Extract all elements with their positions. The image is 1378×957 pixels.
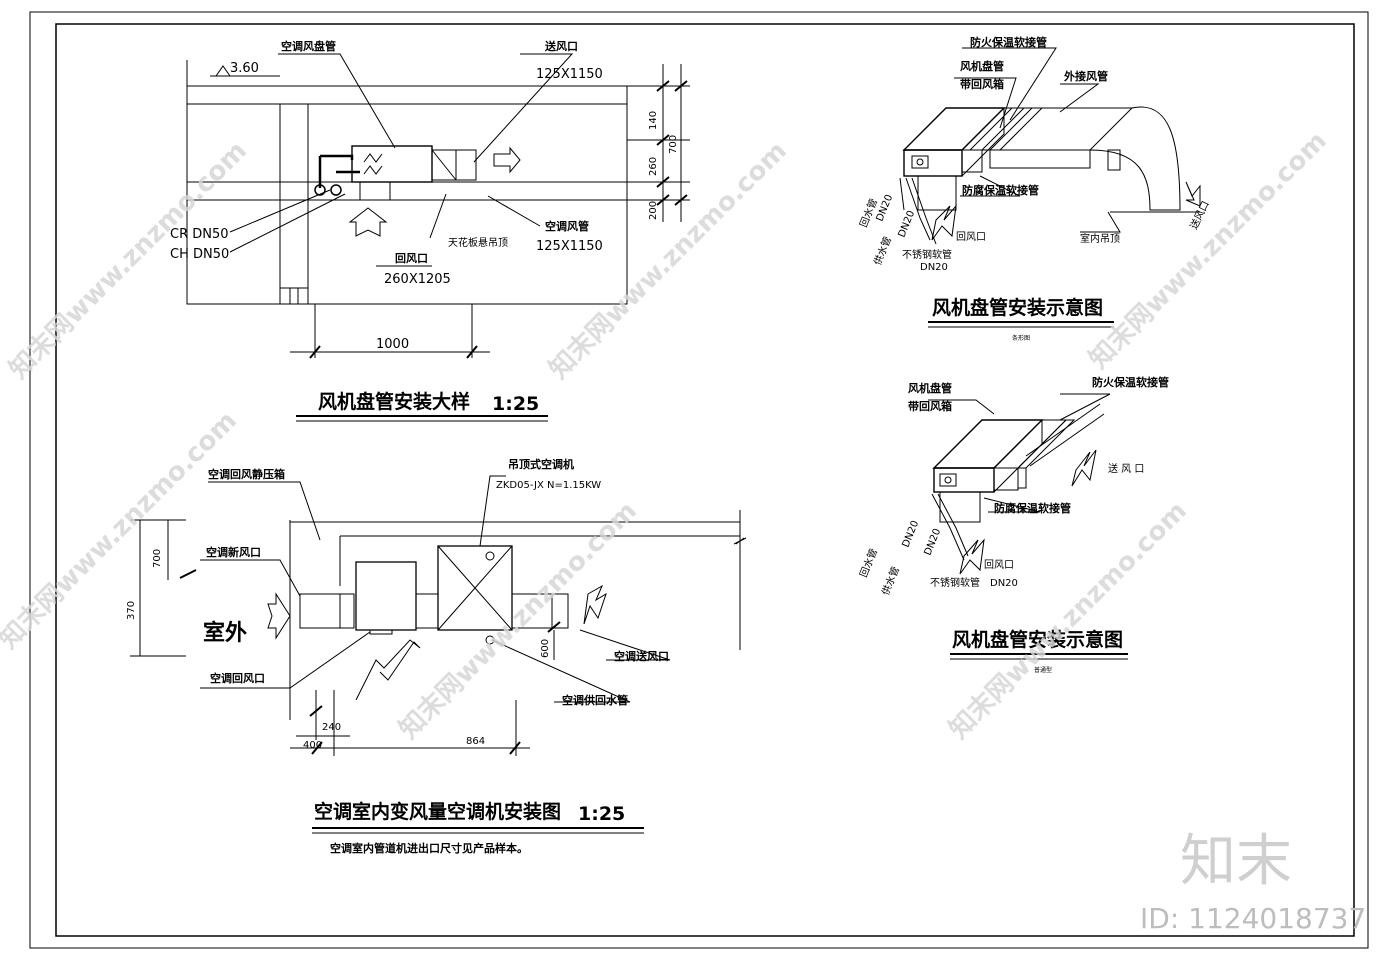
- dim-260: 260: [648, 157, 659, 176]
- ch-pipe-label: CH DN50: [170, 247, 229, 262]
- d3-dn20-b: DN20: [923, 527, 944, 557]
- d4-model: ZKD05-JX N=1.15KW: [496, 480, 601, 491]
- d2-room-ceiling: 室内吊顶: [1080, 232, 1120, 245]
- detail-fan-coil-isometric-strip: [899, 47, 1201, 328]
- d3-supply-pipe: 供水管: [879, 564, 902, 597]
- d4-dim-600: 600: [540, 639, 551, 658]
- coil-label: 空调风盘管: [281, 39, 336, 53]
- d3-title: 风机盘管安装示意图: [952, 628, 1123, 651]
- d2-anti-flex: 防腐保温软接管: [962, 183, 1039, 197]
- d2-steel-hose: 不锈钢软管: [902, 248, 952, 261]
- d3-return-pipe: 回水管: [857, 546, 880, 579]
- return-outlet-size: 260X1205: [384, 272, 451, 287]
- d4-outdoor: 室外: [203, 620, 247, 646]
- d3-fire-flex: 防火保温软接管: [1092, 375, 1169, 389]
- watermark-logo: 知末: [1180, 829, 1292, 894]
- dim-700: 700: [668, 135, 679, 154]
- d2-supply-pipe: 供水管: [871, 234, 894, 267]
- d2-supply-outlet: 送风口: [1187, 199, 1212, 232]
- elevation-label: 3.60: [230, 61, 259, 76]
- d2-title: 风机盘管安装示意图: [932, 296, 1103, 319]
- d3-coil: 风机盘管: [908, 381, 952, 395]
- d3-subtitle: 普通型: [1034, 666, 1052, 674]
- outer-border: [29, 11, 1369, 949]
- d4-supply-outlet: 空调送风口: [614, 649, 669, 663]
- dim-1000: 1000: [376, 337, 409, 352]
- detail-fan-coil-plan-labels: 3.60 空调风盘管 送风口 125X1150 140 700 260 200 …: [170, 39, 679, 415]
- dim-200: 200: [648, 201, 659, 220]
- d4-unit: 吊顶式空调机: [508, 457, 574, 471]
- d4-return-outlet: 空调回风口: [210, 671, 265, 685]
- d4-water-pipe: 空调供回水管: [562, 693, 628, 707]
- watermark-text: 知末网www.znzmo.com: [544, 136, 793, 385]
- d3-dn20-c: DN20: [990, 578, 1018, 589]
- d2-dn20-b: DN20: [897, 209, 918, 239]
- d4-dim-400: 400: [303, 740, 322, 751]
- cr-pipe-label: CR DN50: [170, 227, 229, 242]
- d2-dn20-c: DN20: [920, 262, 948, 273]
- d4-dim-240: 240: [322, 722, 341, 733]
- watermark-text: 知末网www.znzmo.com: [944, 496, 1193, 745]
- d4-dim-370: 370: [126, 601, 137, 620]
- d3-return-outlet: 回风口: [984, 559, 1014, 571]
- inner-border: [55, 23, 1355, 937]
- detail-ahu-installation-labels: 空调回风静压箱 吊顶式空调机 ZKD05-JX N=1.15KW 空调新风口 7…: [126, 457, 669, 855]
- supply-outlet-size: 125X1150: [536, 67, 603, 82]
- supply-outlet-label: 送风口: [544, 39, 578, 53]
- d2-dn20-a: DN20: [875, 193, 896, 223]
- d4-fresh-air: 空调新风口: [206, 545, 261, 559]
- ac-duct-label: 空调风管: [545, 219, 589, 233]
- d2-return-outlet: 回风口: [956, 231, 986, 243]
- detail1-title: 风机盘管安装大样: [318, 390, 470, 413]
- d2-coil-box: 带回风箱: [960, 77, 1004, 91]
- d4-note: 空调室内管道机进出口尺寸见产品样本。: [330, 841, 528, 855]
- watermark-text: 知末网www.znzmo.com: [1084, 126, 1333, 375]
- d3-anti-flex: 防腐保温软接管: [994, 501, 1071, 515]
- d4-title: 空调室内变风量空调机安装图: [314, 800, 561, 823]
- ceiling-hanger-label: 天花板悬吊顶: [448, 236, 508, 249]
- watermark-text: 知末网www.znzmo.com: [394, 496, 643, 745]
- watermark-text: 知末网www.znzmo.com: [0, 406, 243, 655]
- d2-fire-flex: 防火保温软接管: [970, 35, 1047, 49]
- detail1-scale: 1:25: [492, 393, 539, 415]
- d3-steel-hose: 不锈钢软管: [930, 576, 980, 589]
- d2-coil: 风机盘管: [960, 59, 1004, 73]
- return-outlet-label: 回风口: [395, 251, 428, 265]
- ac-duct-size: 125X1150: [536, 239, 603, 254]
- detail-ahu-installation: [130, 475, 747, 834]
- d2-subtitle: 条形图: [1012, 334, 1030, 342]
- d3-dn20-a: DN20: [901, 519, 922, 549]
- d3-supply-outlet: 送 风 口: [1108, 462, 1144, 475]
- d4-plenum: 空调回风静压箱: [208, 467, 285, 481]
- d2-ext-duct: 外接风管: [1063, 69, 1108, 83]
- dim-140: 140: [648, 111, 659, 130]
- d4-scale: 1:25: [578, 803, 625, 825]
- detail-fan-coil-isometric-general-labels: 风机盘管 带回风箱 防火保温软接管 送 风 口 防腐保温软接管 DN20 DN2…: [857, 375, 1169, 674]
- watermark-id: ID: 1124018737: [1140, 902, 1366, 935]
- detail-fan-coil-plan: [186, 53, 690, 422]
- d4-dim-700: 700: [152, 549, 163, 568]
- d4-dim-864: 864: [466, 736, 485, 747]
- d3-coil-box: 带回风箱: [908, 399, 952, 413]
- detail-fan-coil-isometric-general: [928, 393, 1128, 660]
